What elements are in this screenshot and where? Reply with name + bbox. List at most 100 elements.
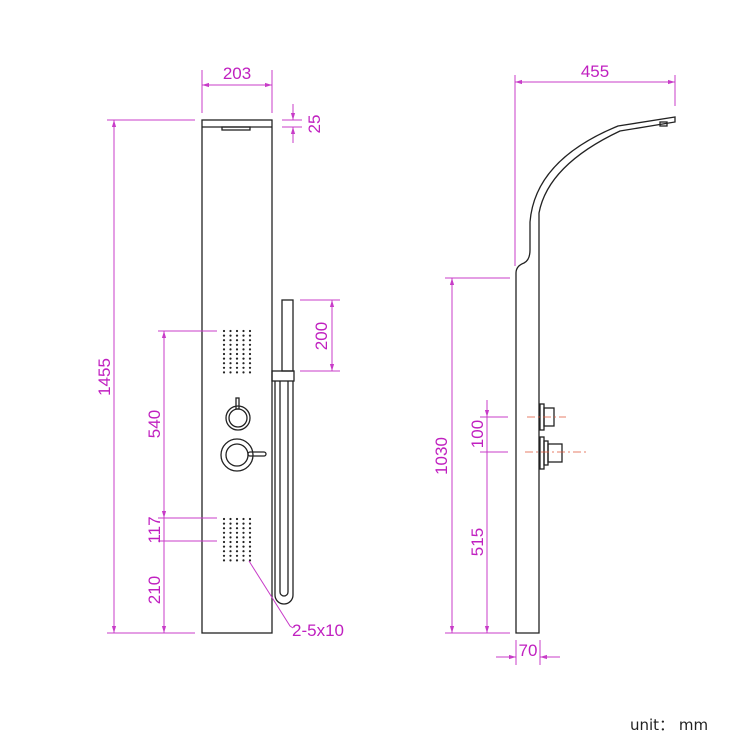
- jet-nozzle: [222, 357, 226, 360]
- dim-jets-to-valves: 540: [145, 410, 164, 438]
- jet-nozzle: [235, 366, 239, 369]
- jet-nozzle: [222, 348, 226, 351]
- jet-nozzle: [229, 339, 232, 342]
- jet-nozzle: [242, 559, 245, 562]
- jet-nozzle: [222, 536, 226, 539]
- jet-nozzle: [242, 348, 245, 351]
- jet-nozzle: [235, 531, 239, 534]
- jet-nozzle: [242, 352, 245, 356]
- jet-nozzle: [248, 357, 252, 360]
- jet-nozzle: [248, 550, 252, 553]
- jet-nozzle: [222, 371, 226, 374]
- jet-nozzle: [222, 522, 226, 525]
- jet-nozzle: [222, 366, 226, 369]
- jet-nozzle: [248, 366, 252, 369]
- jet-nozzle: [242, 531, 245, 534]
- jet-nozzle: [235, 348, 239, 351]
- jet-nozzle: [235, 357, 239, 360]
- dim-top-band: 25: [305, 115, 324, 134]
- dim-lower-valve: 515: [468, 528, 487, 556]
- jet-nozzle: [235, 545, 239, 548]
- jet-nozzle: [248, 545, 252, 548]
- jet-nozzle: [248, 362, 252, 365]
- jet-nozzle: [229, 559, 232, 562]
- jet-nozzle: [242, 540, 245, 544]
- dim-valve-spacing: 100: [468, 420, 487, 448]
- dim-depth: 70: [519, 641, 538, 660]
- jet-nozzle: [229, 536, 232, 539]
- jet-nozzle: [229, 366, 232, 369]
- jet-nozzle: [242, 366, 245, 369]
- jet-nozzle: [222, 545, 226, 548]
- side-view: [515, 116, 676, 634]
- thermostatic-valve: [220, 438, 267, 472]
- jet-nozzle: [242, 362, 245, 365]
- jet-nozzle: [222, 531, 226, 534]
- jet-nozzle: [229, 371, 232, 374]
- jet-nozzle: [235, 343, 239, 346]
- jet-nozzle: [222, 517, 226, 521]
- jet-nozzle: [248, 522, 252, 525]
- jet-nozzle: [242, 522, 245, 525]
- jet-nozzle: [222, 334, 226, 337]
- jet-note: 2-5x10: [292, 621, 344, 640]
- jet-nozzle: [222, 527, 226, 530]
- jet-nozzle: [222, 559, 226, 562]
- jet-nozzle: [235, 554, 239, 557]
- jet-nozzle: [229, 554, 232, 557]
- jet-nozzle: [235, 522, 239, 525]
- side-valve-lower: [539, 436, 563, 470]
- jet-nozzle: [235, 329, 239, 333]
- jet-nozzle: [242, 554, 245, 557]
- panel-profile: [515, 116, 676, 634]
- dim-reach: 455: [581, 62, 609, 81]
- jet-nozzle: [248, 339, 252, 342]
- jet-grid-upper: [222, 329, 252, 374]
- dim-bottom: 210: [145, 576, 164, 604]
- jet-nozzle: [229, 550, 232, 553]
- jet-nozzle: [235, 352, 239, 356]
- jet-nozzle: [229, 517, 232, 521]
- side-dimensions: 455 1030 100 515 70: [432, 62, 676, 665]
- jet-nozzle: [229, 357, 232, 360]
- jet-nozzle: [248, 554, 252, 557]
- jet-nozzle: [248, 334, 252, 337]
- jet-nozzle: [229, 527, 232, 530]
- dim-width: 203: [223, 64, 251, 83]
- jet-nozzle: [229, 334, 232, 337]
- jet-nozzle: [242, 550, 245, 553]
- jet-nozzle: [229, 329, 232, 333]
- front-dimensions: 203 25 1455 200 540 117 210 2-5x10: [95, 64, 344, 640]
- unit-label: unit： mm: [630, 716, 708, 734]
- jet-nozzle: [222, 554, 226, 557]
- jet-nozzle: [242, 536, 245, 539]
- jet-nozzle: [235, 527, 239, 530]
- jet-nozzle: [222, 550, 226, 553]
- jet-nozzle: [229, 362, 232, 365]
- dim-side-height: 1030: [432, 437, 451, 475]
- jet-nozzle: [248, 343, 252, 346]
- jet-nozzle: [229, 348, 232, 351]
- jet-nozzle: [235, 536, 239, 539]
- jet-nozzle: [235, 371, 239, 374]
- jet-nozzle: [242, 339, 245, 342]
- jet-grid-lower: [222, 517, 252, 562]
- jet-nozzle: [235, 334, 239, 337]
- jet-nozzle: [229, 522, 232, 525]
- jet-nozzle: [248, 540, 252, 544]
- jet-nozzle: [222, 343, 226, 346]
- jet-nozzle: [229, 531, 232, 534]
- jet-nozzle: [248, 536, 252, 539]
- jet-nozzle: [242, 527, 245, 530]
- jet-nozzle: [242, 334, 245, 337]
- jet-nozzle: [242, 517, 245, 521]
- jet-nozzle: [229, 540, 232, 544]
- jet-nozzle: [222, 352, 226, 356]
- jet-nozzle: [235, 517, 239, 521]
- jet-nozzle: [248, 517, 252, 521]
- front-view: [201, 119, 295, 634]
- jet-nozzle: [222, 540, 226, 544]
- jet-nozzle: [248, 352, 252, 356]
